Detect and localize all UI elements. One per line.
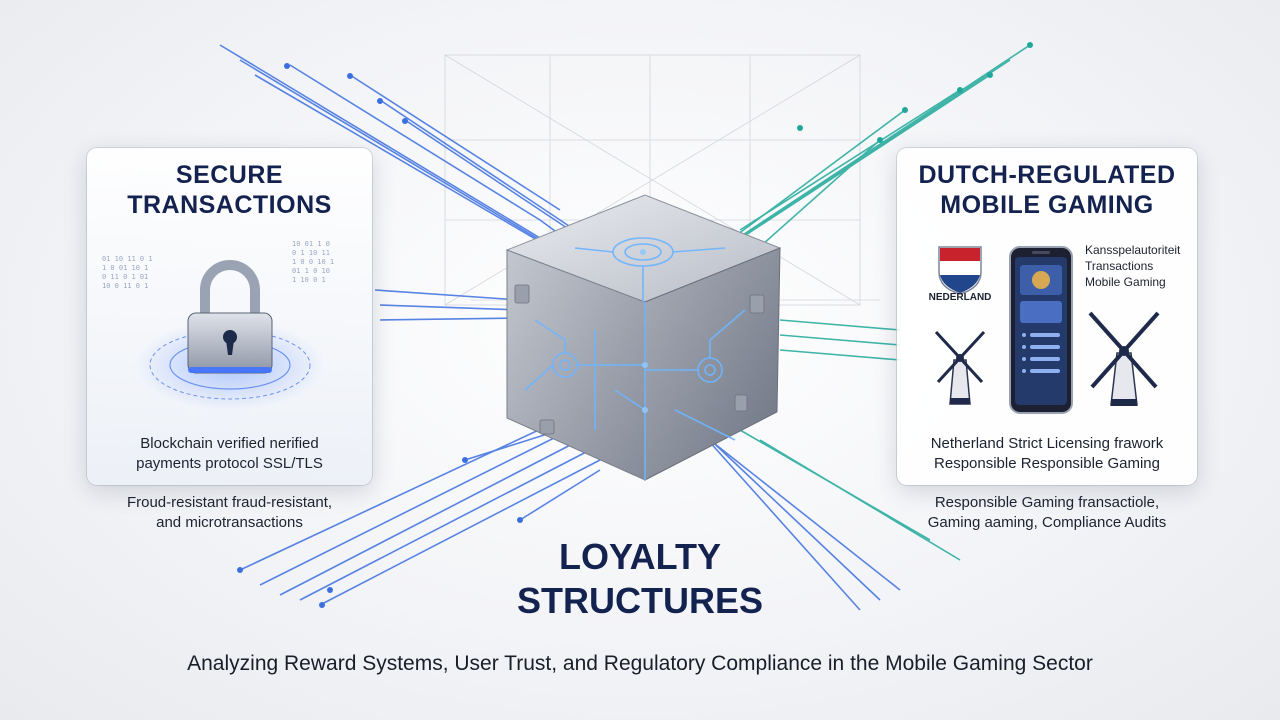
regulator-notes: Kansspelautoriteit Transactions Mobile G… bbox=[1085, 242, 1195, 290]
regulator-note: Mobile Gaming bbox=[1085, 275, 1166, 289]
binary-pattern: 10 01 1 0 0 1 10 11 1 0 0 10 1 01 1 0 10… bbox=[292, 240, 335, 284]
windmill-icon bbox=[934, 330, 986, 405]
line-endpoint-dots bbox=[237, 63, 523, 608]
footer-subtitle: Analyzing Reward Systems, User Trust, an… bbox=[187, 652, 1093, 675]
loyalty-structures-title: LOYALTY STRUCTURES bbox=[440, 535, 840, 623]
title-line: LOYALTY bbox=[558, 536, 722, 577]
secure-transactions-caption: Blockchain verified nerified payments pr… bbox=[87, 434, 372, 474]
subtext-line: Responsible Gaming fransactiole, bbox=[934, 494, 1160, 511]
title-line: SECURE bbox=[175, 161, 284, 189]
caption-line: payments protocol SSL/TLS bbox=[136, 455, 323, 472]
title-line: DUTCH-REGULATED bbox=[918, 161, 1176, 189]
dutch-regulated-subtext: Responsible Gaming fransactiole, Gaming … bbox=[897, 493, 1197, 533]
subtext-line: and microtransactions bbox=[156, 514, 303, 531]
title-line: MOBILE GAMING bbox=[940, 191, 1154, 219]
nederland-label: NEDERLAND bbox=[928, 292, 992, 303]
dutch-regulated-caption: Netherland Strict Licensing frawork Resp… bbox=[897, 434, 1197, 474]
title-line: STRUCTURES bbox=[516, 580, 763, 621]
dutch-regulated-title: DUTCH-REGULATED MOBILE GAMING bbox=[897, 160, 1197, 220]
regulator-note: Kansspelautoriteit bbox=[1085, 243, 1181, 257]
title-line: TRANSACTIONS bbox=[127, 191, 332, 219]
caption-line: Responsible Responsible Gaming bbox=[934, 455, 1160, 472]
secure-transactions-title: SECURE TRANSACTIONS bbox=[87, 160, 372, 220]
blue-line-bundle bbox=[219, 44, 901, 611]
binary-pattern: 01 10 11 0 1 1 0 01 10 1 0 11 0 1 01 10 … bbox=[102, 255, 153, 290]
circuit-cube-icon bbox=[505, 194, 782, 481]
caption-line: Netherland Strict Licensing frawork bbox=[930, 435, 1164, 452]
caption-line: Blockchain verified nerified bbox=[140, 435, 319, 452]
padlock-icon bbox=[135, 260, 325, 410]
subtext-line: Froud-resistant fraud-resistant, bbox=[126, 494, 333, 511]
teal-endpoint-dots bbox=[797, 42, 1033, 143]
windmill-icon bbox=[1088, 311, 1160, 406]
secure-transactions-subtext: Froud-resistant fraud-resistant, and mic… bbox=[87, 493, 372, 533]
netherlands-flag-shield-icon bbox=[938, 246, 982, 295]
regulator-note: Transactions bbox=[1085, 259, 1154, 273]
smartphone-icon bbox=[1009, 246, 1073, 414]
subtext-line: Gaming aaming, Compliance Audits bbox=[927, 514, 1167, 531]
